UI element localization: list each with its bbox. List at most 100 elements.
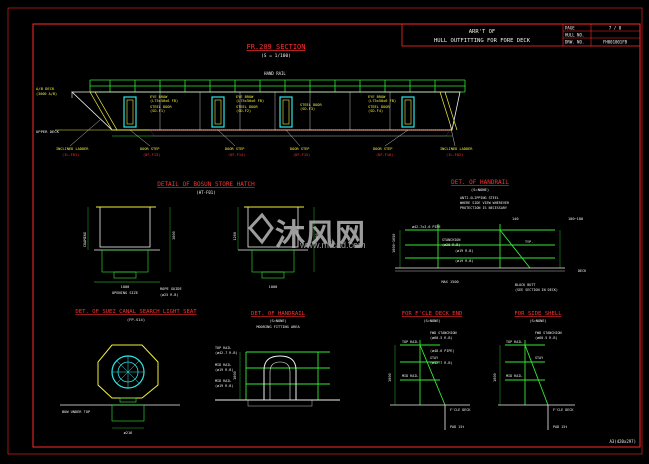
label-steel-door-3: STEEL DOOR	[300, 103, 322, 107]
steel-door-4	[401, 96, 415, 128]
watermark-brand: 沐风网	[275, 219, 365, 252]
handrail-r-stanchion-sub: (ø20 R.B)	[442, 243, 460, 247]
side-label-3: STAY	[535, 356, 543, 360]
handrail-r-note3: PROTECTION IS NECESSARY	[460, 206, 507, 210]
hatch-title: DETAIL OF BOSUN STORE HATCH	[157, 181, 255, 188]
fcle-label-2: TOP RAIL	[402, 340, 418, 344]
page-value: 7 / 8	[609, 26, 622, 31]
fcle-label-1-sub: (ø60.5 R.B)	[430, 336, 452, 340]
label-ladder-l-sub: (IL-F01)	[62, 153, 79, 157]
section-scale: (S = 1/100)	[261, 53, 291, 59]
handrail-r-stanchion: STANCHION	[442, 238, 460, 242]
label-eye-brow-2-sub: (L75x50x6 FB)	[236, 99, 264, 103]
label-door-4-sub: (SD-F4)	[368, 109, 383, 113]
side-sub: (S=NONE)	[529, 319, 546, 323]
title-line1: ARR'T OF	[469, 29, 496, 35]
label-eye-brow-1-sub: (L75x50x6 FB)	[150, 99, 178, 103]
handrail-r-pipe: ø42.7x3.6 PIPE	[412, 225, 441, 229]
title-block: ARR'T OF HULL OUTFITTING FOR FORE DECK P…	[401, 23, 641, 47]
detail-suez-seat: DET. OF SUEZ CANAL SEARCH LIGHT SEAT (FP…	[60, 309, 197, 435]
handrail-r-deck: DECK	[578, 269, 587, 273]
label-door-step-2: DOOR STEP	[225, 147, 244, 151]
inclined-ladder-left	[89, 91, 118, 131]
side-label-1: FWD STANCHION	[535, 331, 562, 335]
section-fr209: FR.209 SECTION (S = 1/100) HAND RAIL	[36, 43, 473, 157]
suez-dim: ø216	[124, 431, 133, 435]
label-upper-deck: UPPER DECK	[36, 129, 60, 134]
page-label: PAGE	[565, 26, 575, 31]
fcle-label-3: STAY	[430, 356, 438, 360]
drw-no-label: DRW. NO.	[565, 40, 584, 45]
suez-title: DET. OF SUEZ CANAL SEARCH LIGHT SEAT	[75, 309, 197, 315]
frame-lines	[159, 92, 391, 130]
handrail-r-block-sub: (SEE SECTION IN DECK)	[515, 288, 558, 292]
fcle-label-5: F'CLE DECK	[450, 408, 471, 412]
label-door-2-sub: (SD-F2)	[236, 109, 251, 113]
steel-door-2	[211, 96, 225, 128]
detail-side-shell: FOR SIDE SHELL (S=NONE) FWD STANCHION (ø…	[493, 311, 575, 430]
handrail-r-dim-top: 1000~1050	[392, 234, 396, 253]
label-door-step-1-sub: (DF-F13)	[143, 153, 160, 157]
handrail-r-sub: (S=NONE)	[471, 187, 489, 192]
handrail-m-rail-mid-sub: (ø19 R.B)	[215, 368, 233, 372]
handrail-r-title: DET. OF HANDRAIL	[451, 179, 509, 186]
drw-no-value: FH001001FB	[603, 40, 628, 45]
hatch-sub: (HT-F01)	[196, 190, 215, 195]
fcle-label-3-sub: (ø42.7 R.B)	[430, 361, 452, 365]
fcle-dim-1: 1000	[388, 373, 392, 382]
handrail-m-fairlead	[263, 355, 297, 400]
suez-sub: (FP-S14)	[127, 317, 145, 322]
handrail-r-dim-140: 140	[512, 217, 519, 221]
leader-lines	[69, 119, 456, 147]
label-door-step-4: DOOR STEP	[373, 147, 392, 151]
suez-spokes	[112, 356, 144, 388]
title-line2: HULL OUTFITTING FOR FORE DECK	[434, 38, 531, 44]
handrail-r-note1: ANTI-SLIPPING STEEL	[460, 196, 499, 200]
side-dim-1: 1000	[493, 373, 497, 382]
hatch-dim-3: 600	[315, 234, 319, 241]
handrail-line	[89, 79, 466, 93]
handrail-m-rail-top: TOP RAIL	[215, 346, 231, 350]
watermark: 沐风网 www.mfcad.com	[247, 212, 366, 252]
handrail-m-sub2: MOORING FITTING AREA	[256, 325, 300, 329]
fcle-title: FOR F'CLE DECK END	[402, 311, 463, 317]
handrail-r-rail1: (ø19 R.B)	[455, 249, 473, 253]
side-label-1-sub: (ø60.5 R.B)	[535, 336, 557, 340]
label-ab-deck: A/B DECK	[36, 86, 55, 91]
hull-no-label: HULL NO.	[565, 33, 584, 38]
handrail-m-dim: 1000	[233, 371, 237, 380]
label-hand-rail: HAND RAIL	[264, 71, 286, 76]
label-ladder-r: INCLINED LADDER	[440, 147, 473, 151]
label-door-1-sub: (SD-F1)	[150, 109, 165, 113]
side-label-4: MID RAIL	[506, 374, 522, 378]
suez-octagon	[97, 344, 159, 399]
side-dim-2: PAD 15t	[553, 425, 567, 429]
hatch-label-coaming: COAMING	[83, 232, 87, 247]
fcle-label-2-sub: (ø48.6 PIPE)	[430, 349, 455, 353]
hatch-label-opening: OPENING SIZE	[112, 291, 138, 295]
handrail-r-dim-r: 100~180	[568, 217, 583, 221]
hatch-elevation-left: COAMING 1000 1000 OPENING SIZE ROPE GUID…	[83, 206, 182, 297]
side-frame	[505, 340, 549, 406]
label-ladder-r-sub: (IL-F02)	[446, 153, 463, 157]
label-eye-brow-4-sub: (L75x50x6 FB)	[368, 99, 396, 103]
handrail-r-frame	[405, 224, 555, 269]
detail-fcle-deck-end: FOR F'CLE DECK END (S=NONE) FWD STANCHIO…	[388, 311, 471, 430]
label-eye-brow-4: EYE BROW	[368, 95, 386, 99]
hatch-dim-open-l: 1000	[121, 285, 130, 289]
handrail-r-dim-max: MAX 1500	[441, 280, 458, 284]
handrail-m-title: DET. OF HANDRAIL	[251, 311, 306, 317]
watermark-logo-icon	[247, 212, 274, 245]
fcle-dim-2: PAD 15t	[450, 425, 464, 429]
label-steel-door-1: STEEL DOOR	[150, 105, 172, 109]
hatch-dim-open-r: 1000	[269, 285, 278, 289]
handrail-m-frame	[245, 351, 330, 400]
handrail-r-typ: TYP.	[525, 240, 533, 244]
fcle-frame	[400, 340, 446, 406]
handrail-m-rail-top-sub: (ø42.7 R.B)	[215, 351, 237, 355]
handrail-r-rail2: (ø19 R.B)	[455, 259, 473, 263]
side-label-5: F'CLE DECK	[553, 408, 574, 412]
label-steel-door-4: STEEL DOOR	[368, 105, 390, 109]
